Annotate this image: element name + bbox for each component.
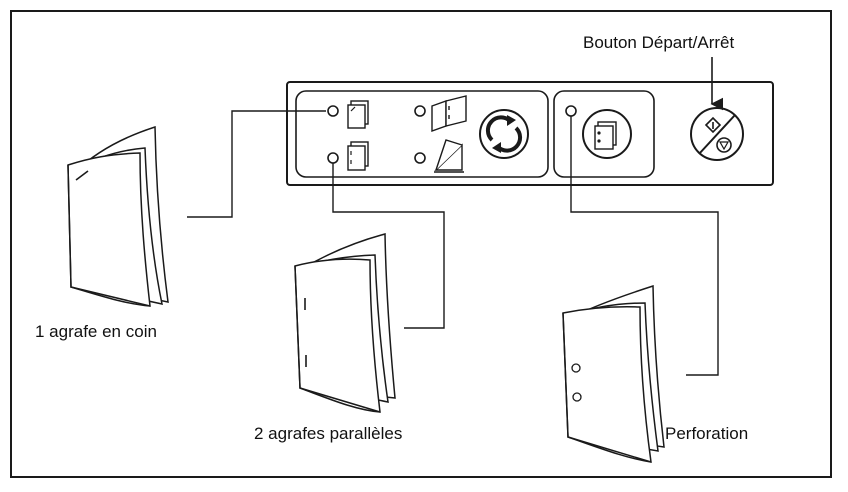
half-fold-icon bbox=[434, 139, 464, 173]
booklet-double-staple bbox=[294, 233, 396, 413]
led-booklet bbox=[414, 105, 426, 117]
led-double-staple bbox=[327, 152, 339, 164]
led-corner-staple bbox=[327, 105, 339, 117]
double-staple-label: 2 agrafes parallèles bbox=[254, 424, 403, 443]
led-punch bbox=[565, 105, 577, 117]
start-stop-icon[interactable] bbox=[690, 107, 744, 161]
booklet-corner-staple bbox=[67, 125, 169, 307]
booklet-fold-icon bbox=[431, 95, 467, 132]
cycle-arrows-icon[interactable] bbox=[479, 109, 529, 159]
corner-staple-icon bbox=[347, 100, 369, 129]
double-staple-icon bbox=[347, 141, 369, 171]
leader-lines bbox=[187, 110, 719, 376]
punch-label: Perforation bbox=[665, 424, 749, 443]
control-panel bbox=[286, 81, 774, 186]
staple-section bbox=[295, 90, 549, 178]
booklet-perforation bbox=[562, 284, 665, 463]
diagram-frame bbox=[10, 10, 832, 478]
led-half-fold bbox=[414, 152, 426, 164]
punch-section bbox=[553, 90, 655, 178]
start-stop-label: Bouton Départ/Arrêt bbox=[583, 33, 735, 52]
punch-icon[interactable] bbox=[582, 109, 632, 159]
corner-staple-label: 1 agrafe en coin bbox=[35, 322, 157, 341]
